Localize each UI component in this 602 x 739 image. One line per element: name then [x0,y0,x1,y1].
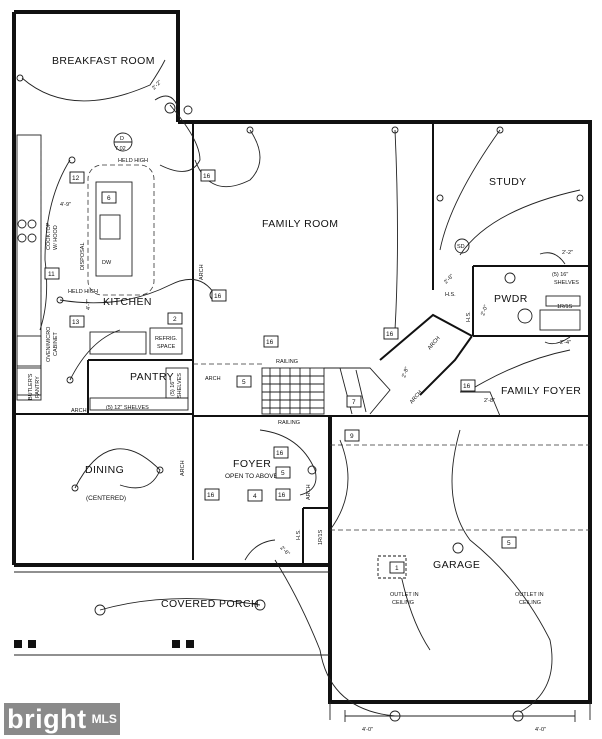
note-cooktop: COOKTOP [46,222,52,250]
note-ceiling-2: CEILING [519,600,541,606]
tag-4: 4 [253,493,257,500]
room-foyer: FOYER [233,458,271,470]
note-dw: DW [102,260,112,266]
tag-6: 6 [107,195,111,202]
logo-brand: bright [7,703,87,734]
note-1r1s: 1R/1S [557,304,573,310]
tag-2: 2 [173,316,177,323]
eq-2: 2'-2" [562,250,573,256]
tag-13: 13 [72,319,80,326]
note-arch-3: ARCH [71,408,87,414]
room-family: FAMILY ROOM [262,218,338,230]
wiring [21,59,581,717]
tag-16d: 16 [386,331,394,338]
eq-3: 2'-8" [401,366,410,378]
tag-16e: 16 [463,383,471,390]
tag-5c: 5 [507,540,511,547]
tag-16g: 16 [207,492,215,499]
note-outlet-2: OUTLET IN [515,592,544,598]
detail-number: 7.02 [115,146,126,152]
annotations: OPEN TO ABOVE (CENTERED) HELD HIGH HELD … [28,79,579,733]
note-butlers: BUTLER'S [28,373,34,400]
note-railing-2: RAILING [278,420,300,426]
note-shelves-word: SHELVES [554,280,579,286]
note-shelves-12: (5) 12" SHELVES [106,405,149,411]
note-held-high-2: HELD HIGH [68,289,98,295]
logo-suffix: MLS [91,712,117,726]
tag-11: 11 [48,271,55,278]
note-shelves-16: (5) 16" [552,272,568,278]
eq-7: 2'-4" [560,340,571,346]
note-oven-micro: OVEN/MICRO [46,326,52,362]
note-arch-1: ARCH [199,264,205,280]
note-pantry-shelves: SHELVES [177,373,183,398]
room-kitchen: KITCHEN [103,296,152,308]
smoke-detector: SD [457,244,465,250]
note-arch-4: ARCH [180,460,186,476]
note-cabinet: CABINET [53,332,59,356]
tag-7: 7 [352,399,356,406]
note-hs-2: H.S. [466,311,472,322]
tag-16a: 16 [203,173,211,180]
room-pantry: PANTRY [130,371,174,383]
dim-2: 4'-0" [535,727,546,733]
note-hs-3: H.S. [296,529,302,540]
dim-1: 4'-0" [362,727,373,733]
eq-8: 2'-6" [279,545,291,557]
tag-16h: 16 [278,492,286,499]
note-disposal: DISPOSAL [80,242,86,270]
note-centered: (CENTERED) [86,495,126,502]
tag-1: 1 [395,565,399,572]
note-railing-1: RAILING [276,359,298,365]
note-space: SPACE [157,344,176,350]
room-covered-porch: COVERED PORCH [161,598,259,610]
room-labels: BREAKFAST ROOM FAMILY ROOM STUDY KITCHEN… [52,55,581,610]
note-w-hood: W/ HOOD [53,225,59,250]
tag-16c: 16 [266,339,274,346]
room-garage: GARAGE [433,559,480,571]
walls [12,10,592,704]
note-arch-6: ARCH [427,335,442,351]
detail-letter: D [120,136,124,142]
room-study: STUDY [489,176,527,188]
tag-9: 9 [350,433,354,440]
note-held-high-1: HELD HIGH [118,158,148,164]
bright-mls-logo: bright MLS [4,703,120,735]
tag-12: 12 [72,175,80,182]
note-refrig: REFRIG. [155,336,178,342]
dim-4: 4'-7" [86,299,92,310]
note-1r1s-2: 1R/1S [318,529,324,545]
dim-3: 4'-9" [60,202,71,208]
tag-16f: 16 [276,450,284,457]
note-arch-5: ARCH [306,484,312,500]
circuit-tags: 16 12 6 11 13 16 2 16 5 16 7 16 9 16 5 4… [44,169,517,574]
room-dining: DINING [85,464,124,476]
note-arch-2: ARCH [205,376,221,382]
room-pwdr: PWDR [494,293,528,305]
note-open-to-above: OPEN TO ABOVE [225,473,279,480]
note-pantry-small: PANTRY [35,376,41,398]
room-breakfast: BREAKFAST ROOM [52,55,155,67]
eq-6: 2'-0" [480,304,489,316]
tag-16b: 16 [214,293,222,300]
eq-5: 2'-8" [484,398,495,404]
note-ceiling-1: CEILING [392,600,414,606]
tag-5b: 5 [281,470,285,477]
note-outlet-1: OUTLET IN [390,592,419,598]
note-arch-7: ARCH [409,389,424,405]
room-family-foyer: FAMILY FOYER [501,385,581,397]
tag-5a: 5 [242,379,246,386]
eq-4: 2'-6" [443,273,455,285]
note-hs-1: H.S. [445,292,456,298]
detail-lines [14,95,591,722]
note-pantry-shelves-16: (5) 16" [170,380,176,396]
